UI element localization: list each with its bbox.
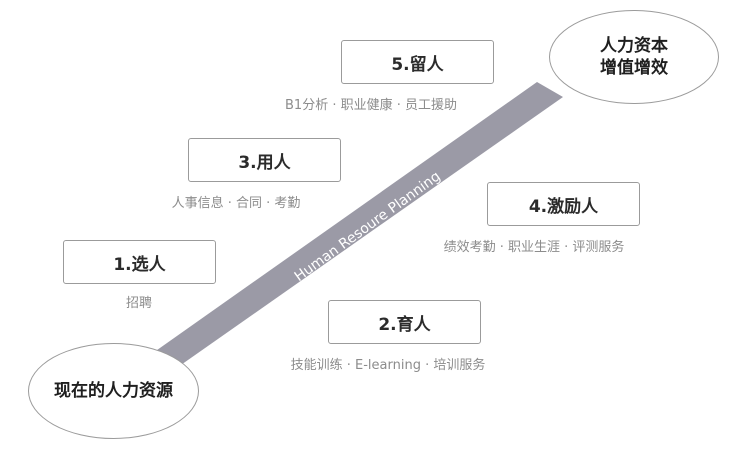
planning-band (150, 82, 563, 367)
stage-desc-3: 人事信息 · 合同 · 考勤 (171, 196, 301, 211)
end-label-line1: 人力资本 (600, 36, 668, 56)
stage-box-3: 3.用人 (188, 138, 341, 182)
end-label-line2: 增值增效 (600, 58, 668, 78)
end-ellipse: 人力资本 增值增效 (549, 10, 719, 104)
stage-desc-1: 招聘 (125, 296, 153, 311)
start-label: 现在的人力资源 (54, 381, 173, 401)
band-label: Human Resoure Planning (292, 169, 444, 286)
stage-title-1: 1.选人 (113, 254, 166, 275)
stage-box-4: 4.激励人 (487, 182, 640, 226)
stage-box-1: 1.选人 (63, 240, 216, 284)
stage-desc-5: B1分析 · 职业健康 · 员工援助 (285, 98, 457, 113)
stage-title-3: 3.用人 (238, 152, 291, 173)
stage-box-2: 2.育人 (328, 300, 481, 344)
stage-title-4: 4.激励人 (528, 196, 599, 217)
start-ellipse: 现在的人力资源 (28, 343, 199, 439)
stage-title-5: 5.留人 (391, 54, 444, 75)
stage-title-2: 2.育人 (378, 314, 431, 335)
stage-desc-4: 绩效考勤 · 职业生涯 · 评测服务 (443, 240, 625, 255)
stage-desc-2: 技能训练 · E-learning · 培训服务 (290, 358, 486, 373)
stage-box-5: 5.留人 (341, 40, 494, 84)
